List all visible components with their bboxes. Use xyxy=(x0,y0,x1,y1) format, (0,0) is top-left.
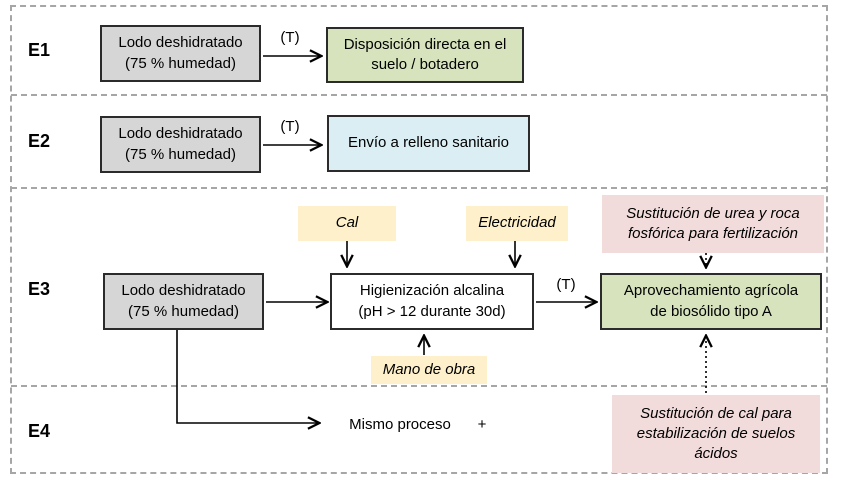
e2-transport-label: (T) xyxy=(280,118,300,135)
e3-output-box: Aprovechamiento agrícola de biosólido ti… xyxy=(600,273,822,330)
e4-avoided-product-box: Sustitución de cal para estabilización d… xyxy=(612,395,820,473)
diagram-frame xyxy=(10,5,828,474)
e3-process-box: Higienización alcalina (pH > 12 durante … xyxy=(330,273,534,330)
e3-electricity-input-box: Electricidad xyxy=(466,206,568,241)
lane-divider-e1-e2 xyxy=(11,94,827,96)
e1-sludge-box: Lodo deshidratado (75 % humedad) xyxy=(100,25,261,82)
scenario-label-e2: E2 xyxy=(28,131,51,151)
scenario-label-e1: E1 xyxy=(28,40,51,60)
e2-output-box: Envío a relleno sanitario xyxy=(327,115,530,172)
lane-divider-e2-e3 xyxy=(11,187,827,189)
scenario-label-e4: E4 xyxy=(28,421,51,441)
scenario-label-e3: E3 xyxy=(28,279,51,299)
e3-avoided-product-box: Sustitución de urea y roca fosfórica par… xyxy=(602,195,824,253)
e1-transport-label: (T) xyxy=(280,29,300,46)
e3-labor-input-box: Mano de obra xyxy=(371,356,487,384)
e1-output-box: Disposición directa en el suelo / botade… xyxy=(326,27,524,83)
e3-transport-label: (T) xyxy=(556,276,576,293)
e4-plus-sign: + xyxy=(477,416,487,433)
e2-sludge-box: Lodo deshidratado (75 % humedad) xyxy=(100,116,261,173)
lane-divider-e3-e4 xyxy=(11,385,827,387)
e3-lime-input-box: Cal xyxy=(298,206,396,241)
e4-same-process-note: Mismo proceso xyxy=(349,416,451,433)
e3-sludge-box: Lodo deshidratado (75 % humedad) xyxy=(103,273,264,330)
